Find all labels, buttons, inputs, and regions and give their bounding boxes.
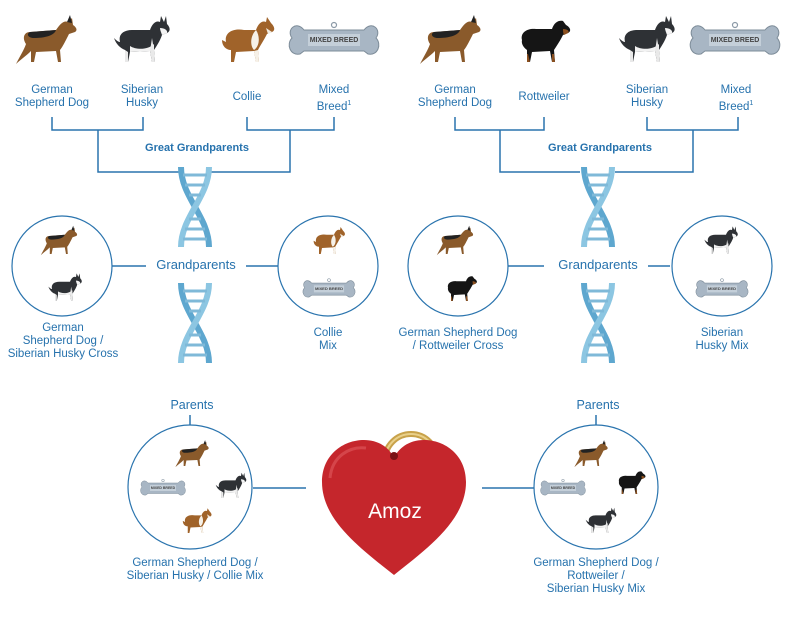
- dna-strand-icon: [181, 167, 209, 247]
- dna-strand-icon: [584, 283, 612, 363]
- mixed-breed-tag-icon: MIXED BREED: [289, 23, 379, 55]
- grandparents-title: Grandparents: [548, 257, 648, 272]
- tag-text: MIXED BREED: [708, 286, 736, 291]
- grandparent-label: German Shepherd Dog / Siberian Husky Cro…: [0, 322, 126, 361]
- dna-strand-icon: [584, 167, 612, 247]
- gg-label-rottweiler: Rottweiler: [502, 91, 586, 104]
- grandparent-circle: [278, 216, 378, 316]
- german-shepherd-icon: [420, 15, 480, 64]
- grandparent-label: Collie Mix: [283, 327, 373, 353]
- grandparent-circle: [12, 216, 112, 316]
- gg-label-siberian-husky: Siberian Husky: [100, 84, 184, 110]
- tag-text: MIXED BREED: [315, 286, 343, 291]
- siberian-husky-icon: [619, 16, 675, 62]
- parent-label: German Shepherd Dog / Siberian Husky / C…: [110, 557, 280, 583]
- mixed-breed-tag-icon: MIXED BREED: [690, 23, 780, 55]
- german-shepherd-icon: [16, 15, 76, 64]
- tag-text: MIXED BREED: [151, 486, 176, 490]
- parents-title: Parents: [556, 398, 640, 412]
- parents-title: Parents: [150, 398, 234, 412]
- gg-label-german-shepherd: German Shepherd Dog: [10, 84, 94, 110]
- grandparents-title: Grandparents: [146, 257, 246, 272]
- gg-label-german-shepherd: German Shepherd Dog: [413, 84, 497, 110]
- grandparent-circle: [408, 216, 508, 316]
- rottweiler-icon: [522, 21, 570, 62]
- grandparent-circle: [672, 216, 772, 316]
- grandparent-label: Siberian Husky Mix: [670, 327, 774, 353]
- parent-label: German Shepherd Dog / Rottweiler / Siber…: [511, 557, 681, 596]
- gg-label-mixed-breed: Mixed Breed1: [292, 84, 376, 114]
- tag-text: MIXED BREED: [310, 37, 359, 44]
- dog-name: Amoz: [335, 500, 455, 524]
- grandparent-label: German Shepherd Dog / Rottweiler Cross: [393, 327, 523, 353]
- gg-label-mixed-breed: Mixed Breed1: [694, 84, 778, 114]
- dna-strand-icon: [181, 283, 209, 363]
- great-grandparents-title: Great Grandparents: [130, 142, 264, 154]
- gg-label-collie: Collie: [205, 91, 289, 104]
- tag-text: MIXED BREED: [711, 37, 760, 44]
- collie-icon: [222, 17, 274, 62]
- tag-text: MIXED BREED: [551, 486, 576, 490]
- siberian-husky-icon: [114, 16, 170, 62]
- great-grandparents-title: Great Grandparents: [533, 142, 667, 154]
- gg-label-siberian-husky: Siberian Husky: [605, 84, 689, 110]
